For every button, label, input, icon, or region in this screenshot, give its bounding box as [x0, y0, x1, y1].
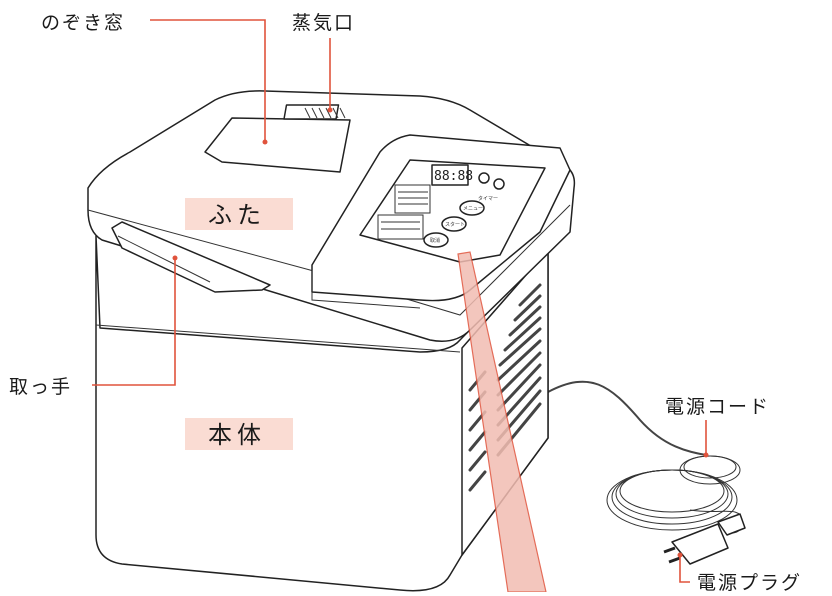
handle-shape: [111, 221, 271, 293]
viewing-window: [204, 117, 351, 173]
timer-buttons: タイマー: [478, 172, 505, 202]
window-label: のぞき窓: [41, 12, 125, 34]
lcd-display-text: 88:88: [434, 169, 473, 184]
cancel-button[interactable]: [423, 232, 449, 248]
power-cord-label: 電源コード: [665, 396, 770, 418]
lid-label-highlight: [185, 198, 293, 230]
timer-down-button[interactable]: [478, 172, 490, 184]
window-leader: [150, 19, 266, 142]
start-button-label: スタート: [445, 221, 465, 228]
menu-list: [377, 184, 431, 240]
timer-up-button[interactable]: [493, 178, 505, 190]
body-label-highlight: [185, 418, 293, 450]
body-seam: [95, 324, 461, 353]
main-body: [95, 235, 549, 592]
handle-label: 取っ手: [9, 376, 72, 398]
body-label: 本体: [208, 421, 266, 449]
steam-vent-grille: [283, 104, 346, 120]
timer-label: タイマー: [478, 195, 498, 202]
power-cord-line: [547, 380, 707, 456]
cancel-button-label: 取消: [430, 237, 440, 244]
lid-label: ふた: [208, 201, 266, 229]
menu-button[interactable]: [459, 200, 485, 216]
handle-leader: [92, 258, 176, 386]
menu-button-label: メニュー: [463, 206, 483, 212]
plug-leader: [679, 555, 690, 583]
start-button[interactable]: [441, 216, 467, 232]
steam-vent-label: 蒸気口: [292, 12, 355, 34]
power-plug-label: 電源プラグ: [697, 572, 802, 592]
power-plug: [663, 513, 746, 565]
lcd-display: [431, 164, 469, 186]
panel-front: 88:88 タイマー メニュー スタート 取消: [359, 159, 546, 263]
